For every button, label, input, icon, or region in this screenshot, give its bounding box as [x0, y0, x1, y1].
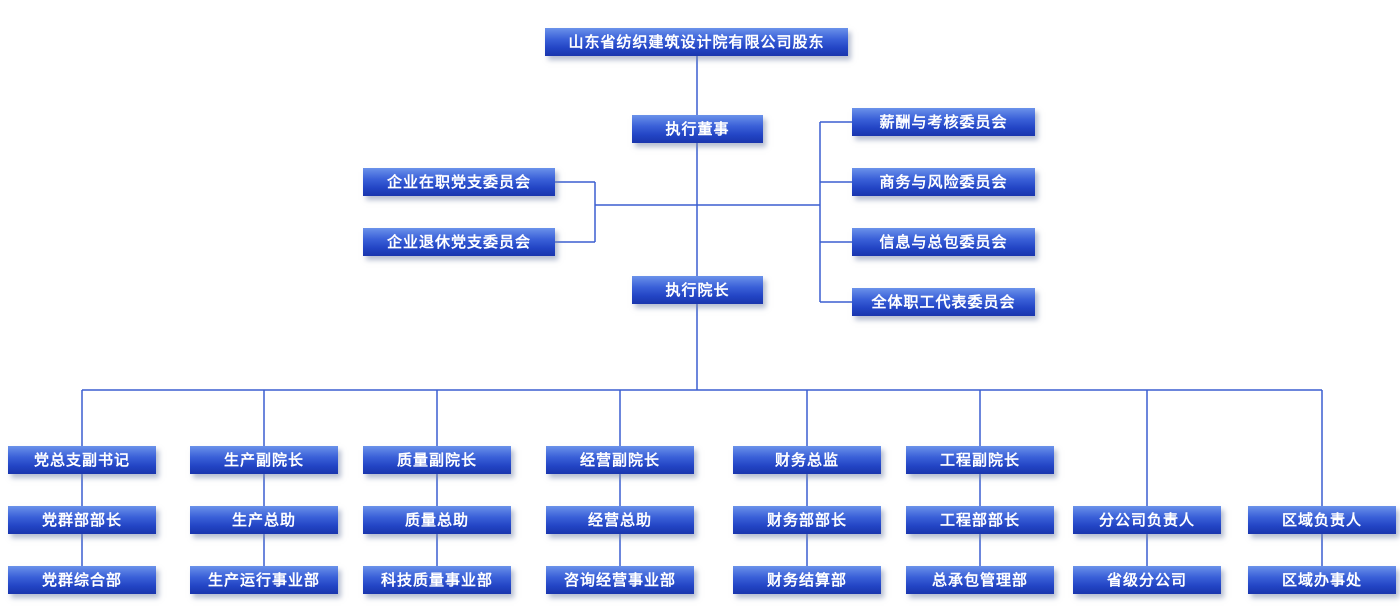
org-node-col6-level2: 工程部部长	[906, 506, 1054, 534]
org-node-col1-level1: 党总支副书记	[8, 446, 156, 474]
org-node-col5-level1: 财务总监	[733, 446, 881, 474]
org-node-col6-level1: 工程副院长	[906, 446, 1054, 474]
org-node-col3-level1: 质量副院长	[363, 446, 511, 474]
org-node-col5-level2: 财务部部长	[733, 506, 881, 534]
org-node-col3-level2: 质量总助	[363, 506, 511, 534]
org-node-party-branch-active: 企业在职党支委员会	[363, 168, 555, 196]
org-node-committee-info-contracting: 信息与总包委员会	[852, 228, 1035, 256]
org-node-committee-business-risk: 商务与风险委员会	[852, 168, 1035, 196]
org-node-shareholders: 山东省纺织建筑设计院有限公司股东	[545, 28, 848, 56]
org-node-col5-level3: 财务结算部	[733, 566, 881, 594]
org-node-col8-level3: 区域办事处	[1248, 566, 1396, 594]
org-node-executive-dean: 执行院长	[632, 276, 763, 304]
org-node-party-branch-retired: 企业退休党支委员会	[363, 228, 555, 256]
org-node-col4-level2: 经营总助	[546, 506, 694, 534]
org-node-col7-level3: 省级分公司	[1073, 566, 1221, 594]
org-node-col6-level3: 总承包管理部	[906, 566, 1054, 594]
org-node-col4-level1: 经营副院长	[546, 446, 694, 474]
org-node-col4-level3: 咨询经营事业部	[546, 566, 694, 594]
org-node-col8-level2: 区域负责人	[1248, 506, 1396, 534]
org-node-col1-level2: 党群部部长	[8, 506, 156, 534]
org-node-committee-salary-assessment: 薪酬与考核委员会	[852, 108, 1035, 136]
org-node-col1-level3: 党群综合部	[8, 566, 156, 594]
org-node-col2-level2: 生产总助	[190, 506, 338, 534]
org-node-col2-level3: 生产运行事业部	[190, 566, 338, 594]
org-node-executive-director: 执行董事	[632, 115, 763, 143]
org-node-col2-level1: 生产副院长	[190, 446, 338, 474]
org-node-committee-staff-representatives: 全体职工代表委员会	[852, 288, 1035, 316]
org-node-col7-level2: 分公司负责人	[1073, 506, 1221, 534]
org-node-col3-level3: 科技质量事业部	[363, 566, 511, 594]
